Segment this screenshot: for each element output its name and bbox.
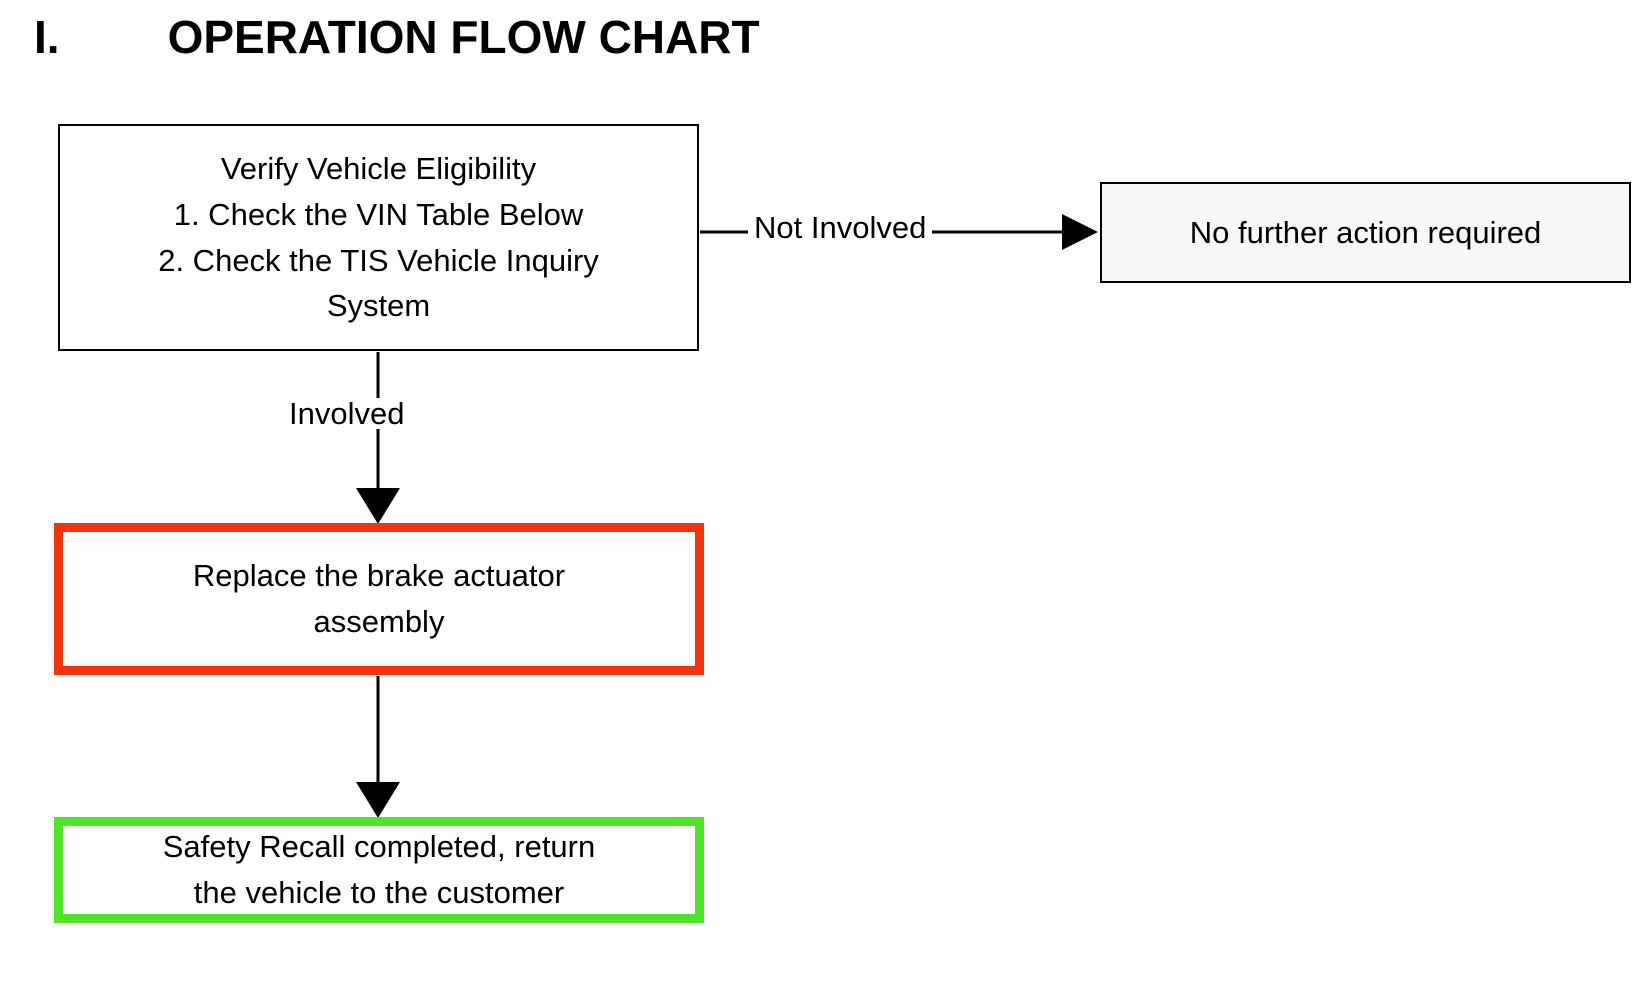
- node-verify-line-2: 1. Check the VIN Table Below: [173, 196, 584, 232]
- node-replace-line-1: Replace the brake actuator: [192, 558, 566, 594]
- edge-label-involved: Involved: [283, 398, 411, 429]
- node-replace-brake-actuator[interactable]: Replace the brake actuator assembly: [54, 523, 704, 675]
- node-verify-line-3: 2. Check the TIS Vehicle Inquiry: [158, 242, 599, 278]
- page-title-text: OPERATION FLOW CHART: [167, 11, 760, 63]
- node-no-action-line-1: No further action required: [1189, 214, 1542, 250]
- node-verify-line-4: System: [326, 288, 431, 324]
- edge-involved-arrowhead: [356, 488, 400, 524]
- edge-not-involved-arrowhead: [1062, 214, 1098, 250]
- node-replace-line-2: assembly: [313, 604, 445, 639]
- node-complete-line-1: Safety Recall completed, return: [162, 829, 596, 865]
- node-complete-line-2: the vehicle to the customer: [193, 875, 565, 910]
- node-safety-recall-completed[interactable]: Safety Recall completed, return the vehi…: [54, 817, 704, 923]
- page-title: I. OPERATION FLOW CHART: [34, 14, 760, 60]
- page-title-numeral: I.: [34, 11, 60, 63]
- node-no-further-action[interactable]: No further action required: [1100, 182, 1631, 283]
- edge-replace-complete-arrowhead: [356, 782, 400, 818]
- edge-label-not-involved: Not Involved: [748, 212, 933, 243]
- node-verify-line-1: Verify Vehicle Eligibility: [220, 151, 537, 187]
- node-verify-vehicle-eligibility[interactable]: Verify Vehicle Eligibility 1. Check the …: [58, 124, 699, 351]
